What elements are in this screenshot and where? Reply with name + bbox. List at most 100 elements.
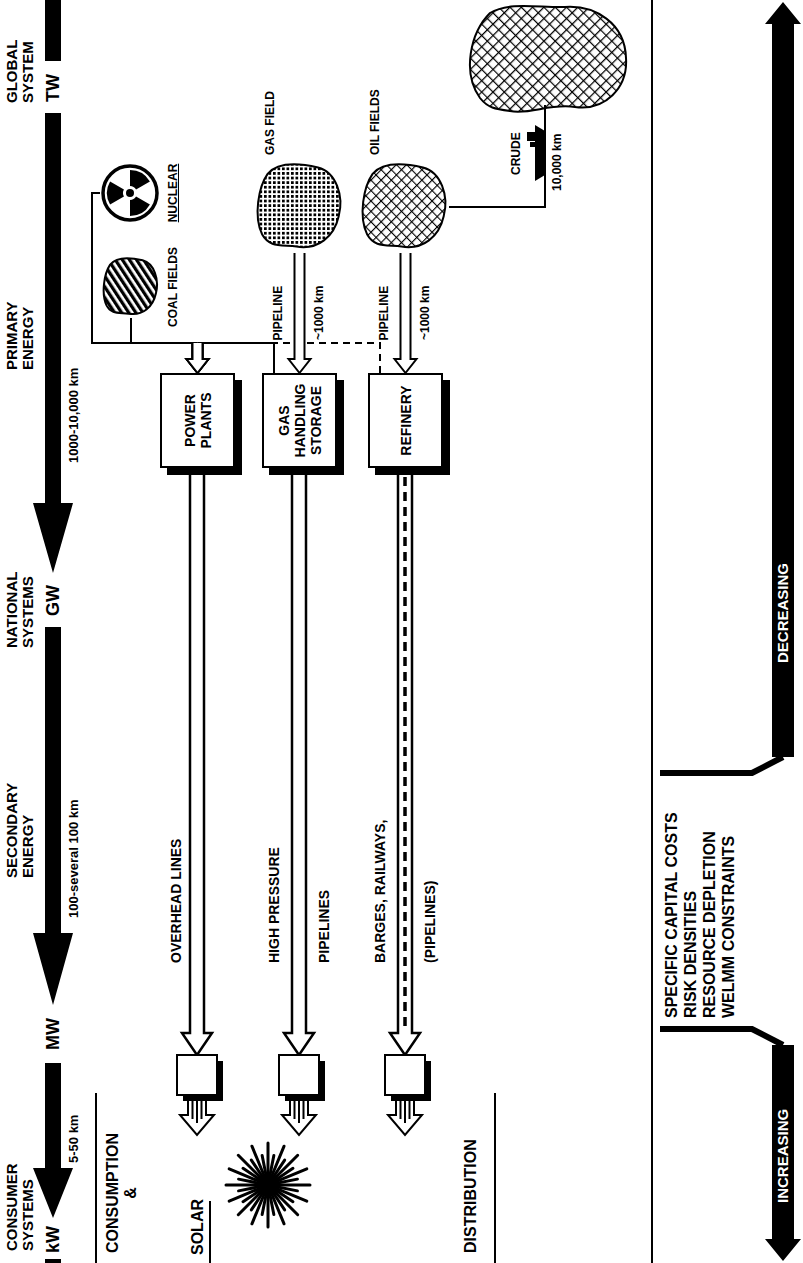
box-label: POWER PLANTS [182, 379, 214, 462]
criteria-item: SPECIFIC CAPITAL COSTS [662, 812, 681, 1018]
process-box: REFINERY [368, 373, 443, 468]
resource-label: NUCLEAR [166, 164, 180, 223]
sun-ray [269, 1191, 274, 1215]
sun-ray [274, 1179, 298, 1184]
transport-label: PIPELINES [316, 890, 332, 963]
connector [92, 193, 209, 373]
level-heading: CONSUMER SYSTEMS [4, 1163, 36, 1251]
scale-arrow [45, 0, 61, 61]
coal-shape [102, 256, 160, 318]
distance-range: 5-50 km [67, 1115, 82, 1163]
flow-arrowhead [187, 343, 209, 373]
feed-line [131, 318, 198, 343]
gas-field-outline [258, 164, 341, 247]
crude-route [527, 132, 535, 141]
consumer-bracket [96, 1093, 495, 1263]
consumer-bracket [209, 1201, 211, 1263]
trend-arrow [765, 1045, 801, 1261]
coal-field-outline [104, 258, 157, 314]
power-unit: TW [44, 74, 62, 102]
distribution-arrow [403, 477, 407, 1029]
nuclear-blade [107, 182, 124, 205]
crude-route [449, 105, 545, 207]
trend-label: DECREASING [774, 563, 792, 663]
coal-symbol: COAL FIELDS [102, 256, 160, 318]
resource-label: GAS FIELD [263, 91, 277, 155]
nuclear-symbol: NUCLEAR [100, 163, 160, 223]
oil-field-outline [363, 164, 446, 247]
consumer-outlet-arrow [193, 1101, 202, 1123]
consumer-box [177, 1055, 217, 1095]
resource-label: COAL FIELDS [166, 247, 180, 327]
power-unit: kW [44, 1226, 62, 1253]
sun-core [260, 1177, 276, 1193]
global-oil-field [470, 6, 626, 112]
consumer-outlet-arrow [282, 1101, 316, 1135]
criteria-item: RESOURCE DEPLETION [700, 831, 719, 1018]
process-box: POWER PLANTS [160, 373, 235, 468]
transport-label: BARGES, RAILWAYS, [372, 820, 388, 963]
section-label: CONSUMPTION & [104, 1133, 141, 1253]
level-heading: PRIMARY ENERGY [4, 302, 36, 370]
crude-route [535, 125, 545, 181]
criteria-item: RISK DENSITIES [681, 891, 700, 1018]
distance-note: ~1000 km [313, 286, 327, 340]
trend-label: INCREASING [774, 1109, 792, 1203]
gas-symbol: GAS FIELD [255, 161, 345, 253]
consumer-outlet-arrow [295, 1101, 304, 1123]
distribution-arrow [284, 475, 314, 1055]
criteria-item: WELMM CONSTRAINTS [719, 836, 738, 1018]
trend-arrow [660, 757, 783, 773]
scale-arrow [33, 113, 73, 573]
consumer-bracket [95, 1093, 97, 1263]
level-heading: GLOBAL SYSTEM [4, 40, 36, 103]
pipeline-label: PIPELINE [378, 286, 392, 341]
distance-range: 100-several 100 km [67, 799, 82, 918]
nuclear-core [126, 189, 134, 197]
distribution-arrow [390, 475, 420, 1055]
power-unit: MW [44, 1018, 62, 1050]
level-heading: NATIONAL SYSTEMS [4, 572, 36, 648]
flow-arrowhead [187, 343, 209, 373]
consumer-outlet-arrow [401, 1101, 410, 1123]
connector [289, 253, 311, 373]
distance-note: 10,000 km [551, 134, 565, 191]
scale-arrow [33, 0, 73, 1263]
oil-symbol: OIL FIELDS [360, 161, 450, 253]
transport-label: CRUDE [510, 132, 524, 175]
sun-ray [239, 1186, 263, 1191]
nuclear-blade [130, 170, 150, 190]
trend-arrow [765, 2, 801, 757]
connector [187, 343, 275, 373]
power-unit: GW [44, 585, 62, 616]
flow-arrowhead [187, 343, 209, 373]
process-box: GAS HANDLING STORAGE [262, 373, 337, 468]
transport-label: OVERHEAD LINES [168, 839, 184, 963]
scale-arrow [45, 1259, 61, 1263]
level-heading: SECONDARY ENERGY [4, 783, 36, 878]
pipeline-label: PIPELINE [272, 286, 286, 341]
distance-range: 1000-10,000 km [67, 368, 82, 463]
trend-arrow [660, 2, 801, 1261]
transport-label: HIGH PRESSURE [266, 847, 282, 963]
nuclear-blade [130, 197, 150, 217]
gas-shape [255, 161, 345, 253]
sun-ray [262, 1156, 267, 1180]
global-oil-field [470, 6, 626, 112]
distribution-arrow [182, 475, 420, 1055]
consumer-outlet-arrow [180, 1101, 214, 1135]
transport-label: (PIPELINES) [422, 881, 438, 963]
solar-symbol [226, 1143, 310, 1227]
flow-arrowhead [187, 343, 209, 373]
oil-shape [360, 161, 450, 253]
nuclear-shape [100, 163, 160, 223]
crude-route [530, 142, 535, 147]
distribution-arrow [182, 475, 212, 1055]
pipeline-arrow [289, 253, 311, 373]
pipeline-arrow [395, 253, 417, 373]
nuclear-ring [103, 166, 157, 220]
connector [395, 253, 417, 373]
trend-arrow [660, 1029, 783, 1045]
consumer-outlet-arrow [388, 1101, 422, 1135]
